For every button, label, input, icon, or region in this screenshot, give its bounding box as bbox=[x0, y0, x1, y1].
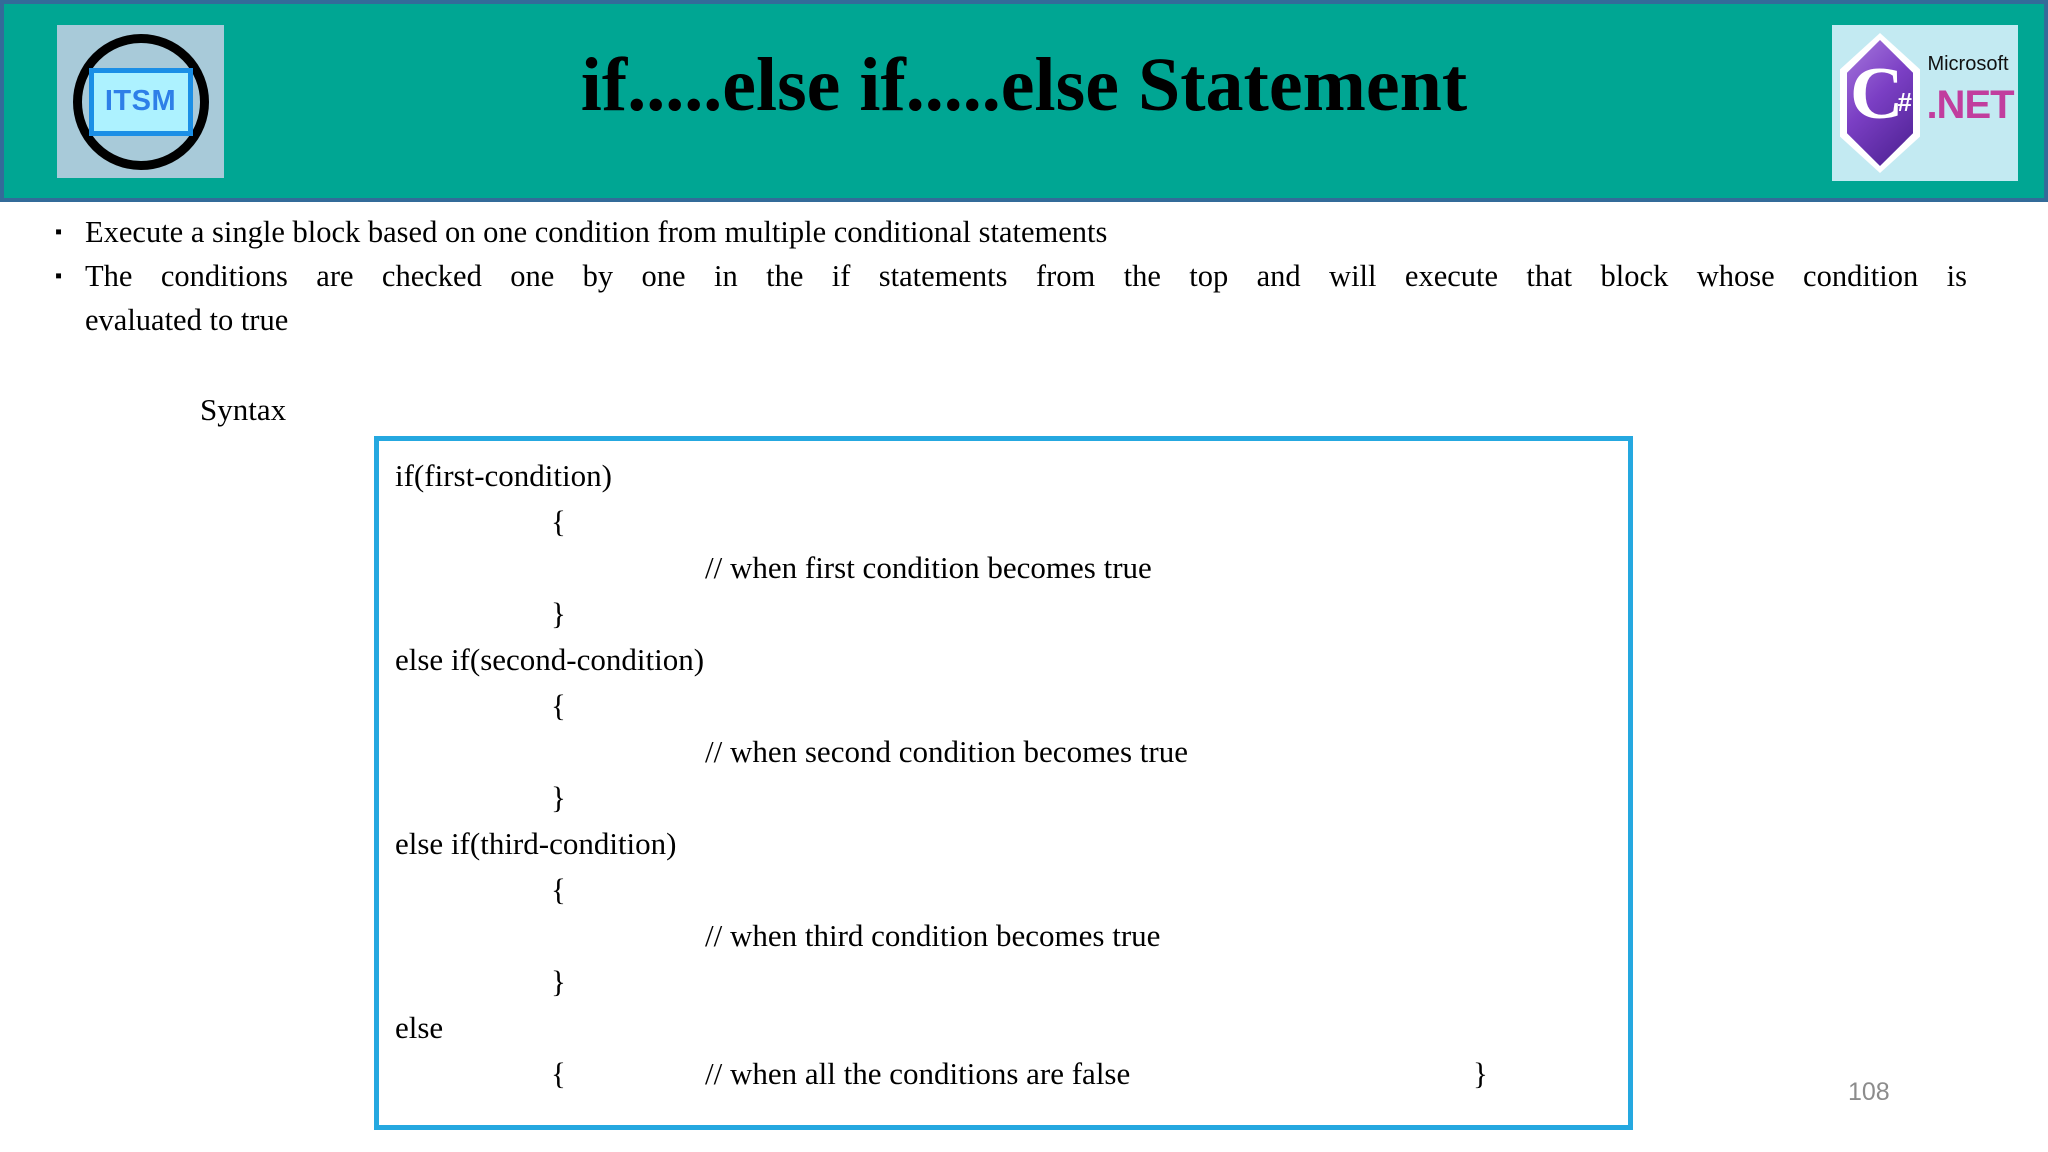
code-line-comment: // when first condition becomes true bbox=[705, 550, 1152, 585]
code-line: } bbox=[551, 964, 566, 999]
bullet-item: ▪ The conditions are checked one by one … bbox=[55, 254, 1967, 342]
dotnet-logo: C # Microsoft .NET bbox=[1832, 25, 2018, 181]
bullet-line: The conditions are checked one by one in… bbox=[85, 259, 1967, 293]
code-comment: // when all the conditions are false bbox=[705, 1056, 1131, 1091]
code-line-last: { // when all the conditions are false } bbox=[395, 1051, 1628, 1097]
bullet-line: Execute a single block based on one cond… bbox=[85, 215, 1108, 249]
csharp-hexagon-icon: C # bbox=[1840, 33, 1920, 173]
slide-title: if.....else if.....else Statement bbox=[580, 43, 1468, 127]
bullet-item: ▪ Execute a single block based on one co… bbox=[55, 210, 1967, 254]
close-brace: } bbox=[1473, 1056, 1488, 1091]
itsm-badge: ITSM bbox=[88, 67, 193, 136]
syntax-label: Syntax bbox=[200, 392, 287, 427]
code-line: else if(third-condition) bbox=[395, 826, 677, 861]
square-bullet-icon: ▪ bbox=[55, 265, 63, 287]
code-line: } bbox=[551, 780, 566, 815]
bullet-line: evaluated to true bbox=[85, 303, 289, 337]
square-bullet-icon: ▪ bbox=[55, 221, 63, 243]
itsm-logo: ITSM bbox=[57, 25, 224, 178]
itsm-circle-icon bbox=[72, 33, 209, 170]
csharp-letter: C bbox=[1850, 53, 1904, 135]
code-line-comment: // when second condition becomes true bbox=[705, 734, 1188, 769]
code-line: } bbox=[551, 596, 566, 631]
bullet-text: The conditions are checked one by one in… bbox=[85, 254, 1967, 342]
bullet-list: ▪ Execute a single block based on one co… bbox=[55, 210, 1967, 342]
code-line: { bbox=[551, 688, 566, 723]
page-number: 108 bbox=[1848, 1078, 1890, 1106]
code-line: { bbox=[551, 872, 566, 907]
microsoft-label: Microsoft bbox=[1927, 53, 2009, 75]
code-line: else if(second-condition) bbox=[395, 642, 705, 677]
code-line: { bbox=[551, 504, 566, 539]
csharp-sharp-sign: # bbox=[1897, 87, 1912, 117]
code-line: if(first-condition) bbox=[395, 458, 612, 493]
code-line: else bbox=[395, 1010, 444, 1045]
header-band bbox=[0, 0, 2048, 202]
itsm-logo-text: ITSM bbox=[104, 85, 177, 117]
dotnet-label: .NET bbox=[1926, 83, 2014, 127]
syntax-code-box: if(first-condition) { // when first cond… bbox=[374, 436, 1633, 1130]
code-line-comment: // when third condition becomes true bbox=[705, 918, 1161, 953]
open-brace: { bbox=[551, 1056, 566, 1091]
bullet-text: Execute a single block based on one cond… bbox=[85, 210, 1967, 254]
